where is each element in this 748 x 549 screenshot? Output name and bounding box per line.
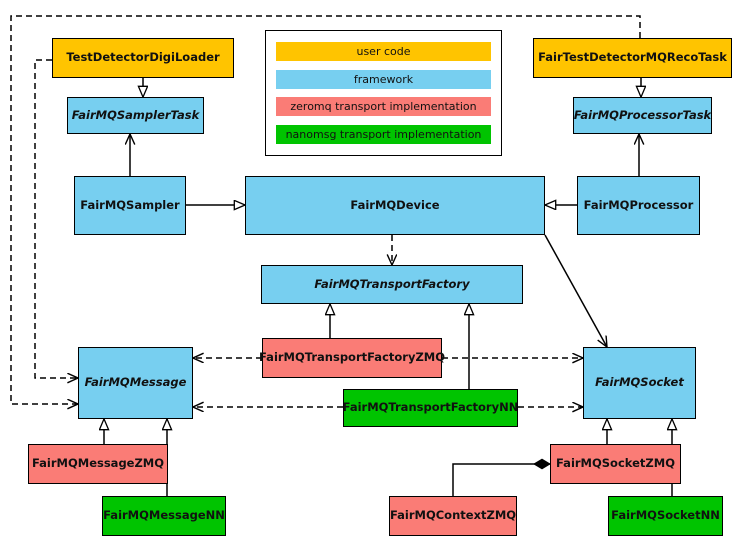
- legend-panel: user code framework zeromq transport imp…: [265, 30, 502, 156]
- legend-item-user-code: user code: [276, 42, 491, 62]
- class-box-fairmqtransportfactorynn[interactable]: FairMQTransportFactoryNN: [343, 389, 518, 427]
- legend-label-nanomsg: nanomsg transport implementation: [285, 127, 482, 141]
- legend-label-user-code: user code: [356, 45, 411, 59]
- class-box-fairmqmessagezmq[interactable]: FairMQMessageZMQ: [28, 444, 168, 484]
- class-box-fairmqsocket[interactable]: FairMQSocket: [583, 347, 696, 419]
- class-box-fairmqsampler[interactable]: FairMQSampler: [74, 176, 186, 235]
- class-box-fairmqsocketnn[interactable]: FairMQSocketNN: [608, 496, 723, 536]
- legend-item-framework: framework: [276, 69, 491, 89]
- edge-contextzmq-to-socketzmq: [452, 458, 551, 496]
- class-box-fairmqmessage[interactable]: FairMQMessage: [78, 347, 193, 419]
- class-box-fairmqsamplertask[interactable]: FairMQSamplerTask: [67, 97, 204, 134]
- legend-item-zeromq: zeromq transport implementation: [276, 97, 491, 117]
- legend-label-framework: framework: [353, 72, 414, 86]
- class-box-fairmqprocessor[interactable]: FairMQProcessor: [577, 176, 700, 235]
- edge-device-to-socket: [544, 234, 607, 347]
- class-box-fairmqmessagenn[interactable]: FairMQMessageNN: [102, 496, 226, 536]
- class-box-fairmqdevice[interactable]: FairMQDevice: [245, 176, 545, 235]
- class-box-fairmqcontextzmq[interactable]: FairMQContextZMQ: [389, 496, 517, 536]
- legend-item-nanomsg: nanomsg transport implementation: [276, 124, 491, 144]
- class-box-fairmqsocketzmq[interactable]: FairMQSocketZMQ: [550, 444, 681, 484]
- class-box-testdetectordigiloader[interactable]: TestDetectorDigiLoader: [52, 38, 234, 78]
- legend-label-zeromq: zeromq transport implementation: [290, 100, 477, 114]
- class-box-fairtestdetectormqrecotask[interactable]: FairTestDetectorMQRecoTask: [533, 38, 732, 78]
- class-box-fairmqtransportfactory[interactable]: FairMQTransportFactory: [261, 265, 523, 304]
- class-box-fairmqtransportfactoryzmq[interactable]: FairMQTransportFactoryZMQ: [259, 338, 445, 378]
- class-box-fairmqprocessortask[interactable]: FairMQProcessorTask: [573, 97, 712, 134]
